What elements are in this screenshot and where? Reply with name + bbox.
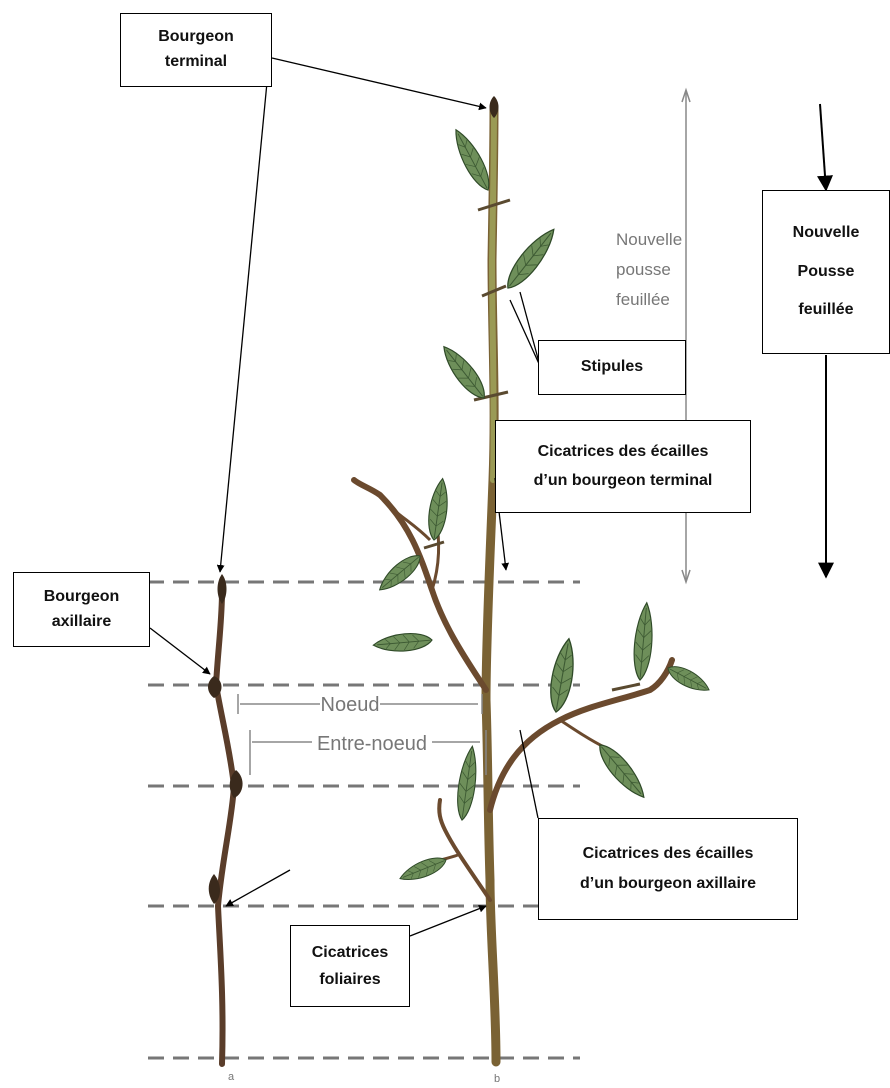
leader-terminal-bud — [271, 57, 487, 111]
new-shoot-arrow — [817, 103, 834, 579]
label-stipules: Stipules — [538, 340, 686, 395]
label-nouvelle-pousse-line-2: Pousse — [797, 262, 855, 280]
label-stipules-text: Stipules — [580, 358, 644, 376]
leader-axillary-bud — [149, 627, 211, 675]
leader-stipules-2 — [519, 291, 541, 367]
label-nouvelle-pousse: Nouvelle Pousse feuillée — [762, 190, 890, 354]
label-bourgeon-terminal-line-1: Bourgeon — [158, 28, 234, 46]
level-lines — [148, 580, 580, 1060]
label-nouvelle-pousse-line-1: Nouvelle — [792, 224, 860, 242]
label-bourgeon-axillaire-line-1: Bourgeon — [43, 587, 120, 605]
label-cicatrices-terminal: Cicatrices des écailles d’un bourgeon te… — [495, 420, 751, 513]
drawn-new-shoot-line-1: Nouvelle — [616, 230, 682, 249]
leader-leaf-scar-right — [409, 904, 487, 937]
label-bourgeon-axillaire: Bourgeon axillaire — [13, 572, 150, 647]
label-cicatrices-foliaires-line-2: foliaires — [319, 971, 381, 988]
entre-noeud-label: Entre-noeud — [317, 733, 427, 755]
figure-letter-b: b — [494, 1073, 500, 1085]
leader-stipules-1 — [509, 299, 541, 367]
label-cicatrices-axillaire-line-2: d’un bourgeon axillaire — [579, 875, 757, 892]
label-cicatrices-axillaire: Cicatrices des écailles d’un bourgeon ax… — [538, 818, 798, 920]
label-cicatrices-terminal-line-1: Cicatrices des écailles — [537, 442, 709, 460]
figure-letter-a: a — [228, 1071, 235, 1083]
terminal-bud-shape — [489, 96, 499, 118]
label-cicatrices-terminal-line-2: d’un bourgeon terminal — [533, 471, 713, 489]
noeud-label: Noeud — [321, 694, 380, 716]
label-bourgeon-axillaire-line-2: axillaire — [51, 612, 112, 630]
label-cicatrices-axillaire-line-1: Cicatrices des écailles — [582, 844, 754, 862]
left-twig — [208, 574, 243, 1067]
label-cicatrices-foliaires-line-1: Cicatrices — [311, 943, 389, 961]
node-internode-dimensions: Noeud Entre-noeud — [237, 694, 487, 775]
label-bourgeon-terminal: Bourgeon terminal — [120, 13, 272, 87]
label-bourgeon-terminal-line-2: terminal — [164, 53, 228, 70]
leader-leaf-scar-left — [225, 869, 291, 907]
leader-lines — [149, 57, 541, 937]
label-cicatrices-foliaires: Cicatrices foliaires — [290, 925, 410, 1007]
leader-axillary-scars — [519, 729, 539, 819]
drawn-new-shoot-line-3: feuillée — [616, 290, 670, 309]
drawn-new-shoot-line-2: pousse — [616, 260, 671, 279]
label-nouvelle-pousse-line-3: feuillée — [798, 301, 854, 319]
leader-axillary-bud-top — [216, 71, 269, 573]
